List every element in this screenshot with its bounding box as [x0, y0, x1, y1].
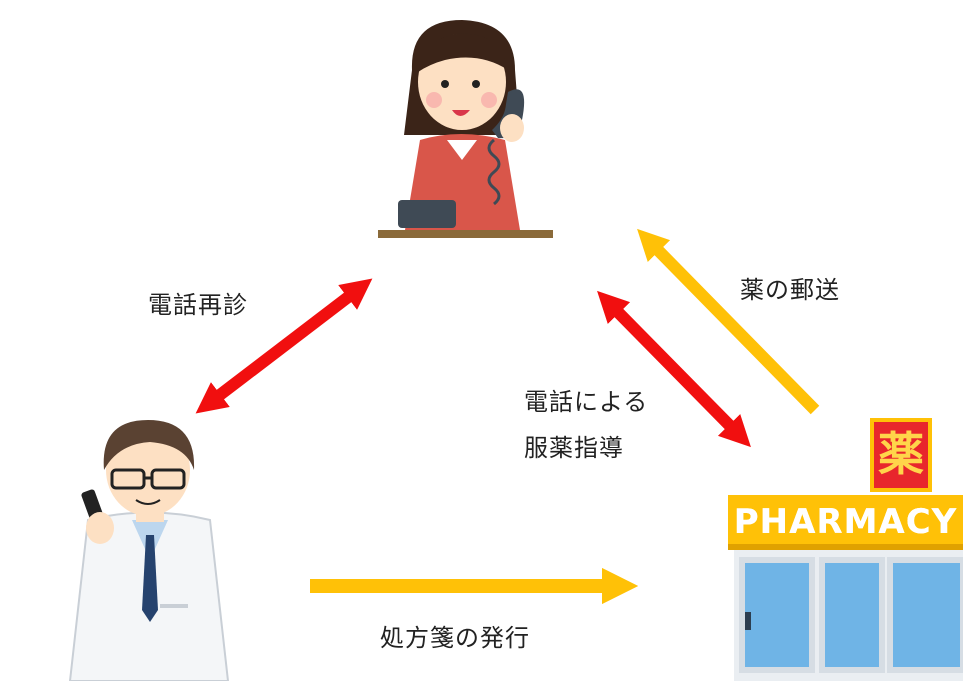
yellow-arrow-pharmacy-patient: [637, 228, 820, 415]
label-prescription: 処方箋の発行: [380, 624, 530, 652]
pharmacy-sign: PHARMACY: [728, 495, 963, 550]
label-phone-guidance-line2: 服薬指導: [524, 434, 624, 462]
label-phone-consult: 電話再診: [148, 291, 248, 319]
doctor-icon: [68, 420, 230, 681]
label-phone-guidance-line1: 電話による: [524, 388, 649, 416]
pharmacy-kanji-sign: 薬: [870, 418, 932, 492]
label-mail-medicine: 薬の郵送: [740, 276, 840, 304]
patient-icon: [378, 20, 553, 238]
pharmacy-icon: [734, 548, 963, 681]
red-arrow-patient-pharmacy: [597, 290, 751, 448]
red-arrow-patient-doctor: [195, 278, 373, 414]
